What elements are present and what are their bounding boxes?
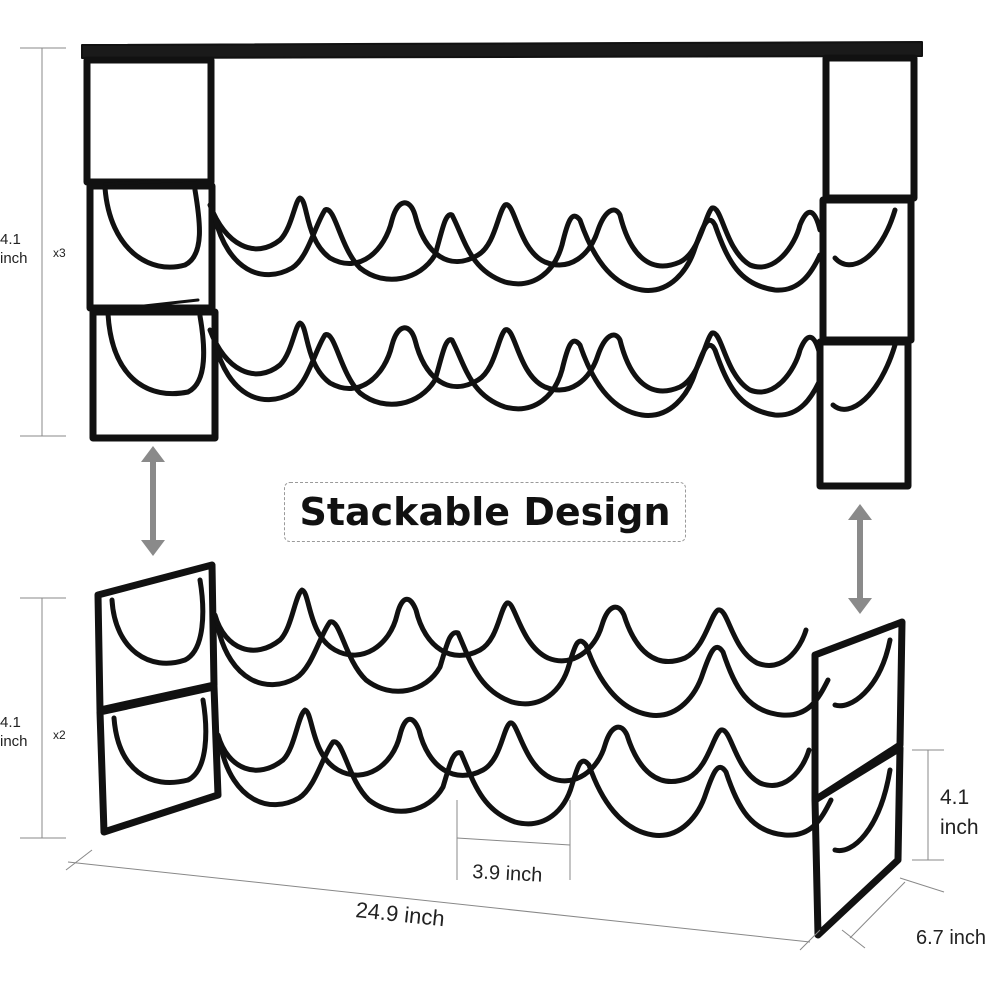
bottom-height-label-line2: inch (0, 733, 28, 750)
left-frame-tier-2 (86, 182, 216, 312)
width-label: 24.9 inch (354, 897, 445, 931)
cradle-wave-tier-2-front (212, 207, 823, 293)
cradle-wave-tier-2-back (207, 195, 823, 270)
top-height-dimension: 4.1 inch x3 (0, 47, 66, 437)
stackable-design-title: Stackable Design (284, 482, 686, 542)
left-frame-tier-1 (83, 56, 215, 186)
tier-height-dimension: 4.1 inch (912, 749, 979, 861)
bottle-spacing-dimension: 3.9 inch (456, 800, 571, 887)
top-height-label-line2: inch (0, 250, 28, 267)
width-dimension: 24.9 inch (65, 849, 821, 951)
left-frame-tier-2-bottom (96, 683, 222, 836)
shelf-board (81, 41, 923, 59)
up-down-arrow-icon (848, 504, 872, 614)
left-loop-tier-3 (105, 311, 207, 397)
cradle-wave-tier-3-back (207, 320, 823, 395)
up-down-arrow-icon (141, 446, 165, 556)
left-frame-tier-3 (89, 308, 219, 442)
top-height-label-line1: 4.1 (0, 231, 21, 248)
bottom-height-dimension: 4.1 inch x2 (0, 597, 66, 839)
right-frame-tier-1 (822, 54, 918, 202)
bottom-count-label: x2 (53, 728, 66, 742)
tier-height-label-line2: inch (940, 816, 979, 839)
cradle-wave-bottom-1-back (212, 587, 809, 668)
right-frame-tier-2-bottom (811, 744, 904, 939)
mid-pin-left (106, 298, 200, 312)
depth-label: 6.7 inch (916, 927, 986, 949)
depth-dimension: 6.7 inch (841, 877, 986, 949)
right-loop-tier-2 (832, 207, 898, 268)
cradle-wave-tier-3-front (212, 332, 823, 418)
bottom-rack-assembly (94, 561, 906, 939)
bottom-height-label-line1: 4.1 (0, 714, 21, 731)
tier-height-label-line1: 4.1 (940, 786, 969, 809)
cradle-wave-bottom-1-front (215, 619, 831, 718)
top-pin-left (103, 178, 197, 186)
left-loop-tier-2 (102, 185, 202, 270)
top-count-label: x3 (53, 246, 66, 260)
bottle-spacing-label: 3.9 inch (472, 861, 543, 887)
top-rack-assembly (81, 41, 923, 490)
right-frame-tier-2 (819, 196, 915, 344)
right-frame-tier-3 (816, 338, 912, 490)
right-loop-tier-3 (830, 342, 898, 412)
cradle-wave-bottom-2-back (215, 707, 812, 788)
cradle-wave-bottom-2-front (218, 739, 834, 838)
